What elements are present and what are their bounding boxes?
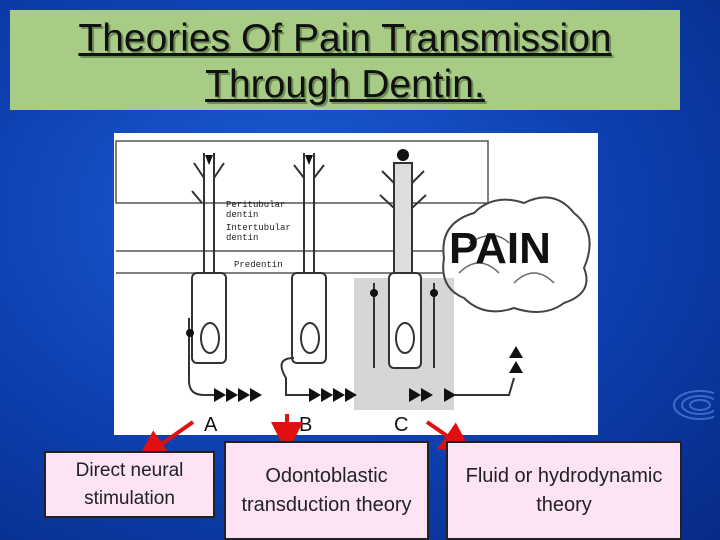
brain-outline xyxy=(442,196,591,313)
theory-label-hydrodynamic: Fluid or hydrodynamic theory xyxy=(465,464,663,516)
label-a: A xyxy=(204,414,218,435)
dentin-layer xyxy=(115,140,489,204)
title-line-1: Theories Of Pain Transmission xyxy=(78,17,612,60)
dentin-diagram: Peritubular dentin Intertubular dentin P… xyxy=(114,133,598,435)
nerve-path-to-brain xyxy=(454,377,515,396)
label-dentin-2: dentin xyxy=(226,233,258,243)
stimulus-c xyxy=(397,149,409,161)
theory-box-hydrodynamic: Fluid or hydrodynamic theory xyxy=(446,441,682,540)
slide-title: Theories Of Pain Transmission Through De… xyxy=(10,10,680,110)
impulse-arrows xyxy=(214,388,456,402)
odontoblast-cell-b xyxy=(280,153,327,396)
theory-box-odontoblastic: Odontoblastic transduction theory xyxy=(224,441,429,540)
label-predentin: Predentin xyxy=(234,260,283,270)
nerve-ending-a xyxy=(186,329,194,337)
nerve-ending-c xyxy=(430,289,438,297)
dentin-diagram-svg: Peritubular dentin Intertubular dentin P… xyxy=(115,140,591,435)
odontoblast-cell-a xyxy=(188,153,227,396)
brain-folds xyxy=(458,234,555,284)
theory-label-direct-neural: Direct neural stimulation xyxy=(75,459,184,509)
label-intertubular: Intertubular xyxy=(226,223,291,233)
label-c: C xyxy=(394,414,408,435)
label-peritubular: Peritubular xyxy=(226,200,285,210)
nerve-ending-c xyxy=(370,289,378,297)
title-line-2: Through Dentin. xyxy=(205,63,485,106)
odontoblast-cell-c xyxy=(373,162,435,369)
theory-box-direct-neural: Direct neural stimulation xyxy=(44,451,215,518)
theory-label-odontoblastic: Odontoblastic transduction theory xyxy=(241,464,412,516)
arrow-down-a xyxy=(205,155,213,165)
arrow-down-b xyxy=(305,155,313,165)
label-dentin-1: dentin xyxy=(226,210,258,220)
label-pain: PAIN xyxy=(449,224,551,273)
decorative-swirl xyxy=(673,390,714,420)
ascending-impulse-arrows xyxy=(509,346,523,373)
arrow-to-theory-a xyxy=(136,420,195,462)
